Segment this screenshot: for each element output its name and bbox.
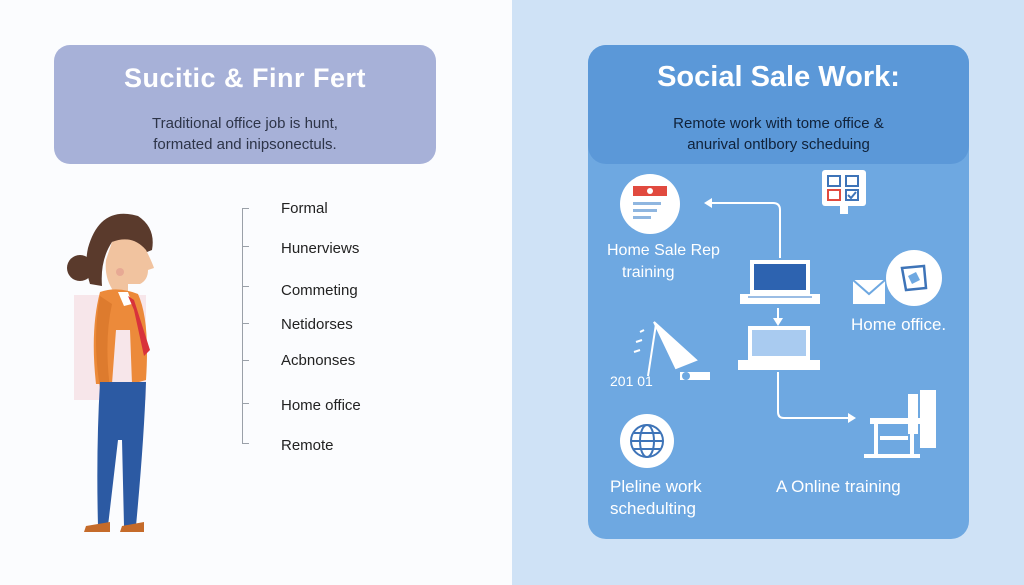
certificate-icon [620,174,680,234]
home-sale-rep-line1: Home Sale Rep [607,242,720,259]
desk-lamp-icon [633,321,710,380]
left-header-card: Sucitic & Finr Fert Traditional office j… [54,45,436,164]
pleline-work-line1: Pleline work [610,477,702,496]
timeline-tick [242,323,249,324]
pleline-work-label: Pleline work schedulting [610,476,702,520]
mail-icon [852,279,886,304]
left-subtitle-line1: Traditional office job is hunt, [152,115,338,132]
timeline-tick [242,360,249,361]
timeline-item-home-office: Home office [281,397,361,414]
timeline-tick [242,208,249,209]
checklist-board-icon [822,170,866,214]
office-desk-icon [864,390,936,458]
woman-illustration [67,213,154,532]
timeline-line [242,208,243,444]
timeline-tick [242,403,249,404]
chat-bubble-icon [886,250,942,306]
home-sale-rep-label: Home Sale Rep training [607,240,720,284]
laptop-icon [738,326,820,370]
left-subtitle: Traditional office job is hunt, formated… [54,113,436,155]
year-label: 201 01 [610,373,653,389]
timeline-tick [242,443,249,444]
right-subtitle: Remote work with tome office & anurival … [588,113,969,155]
globe-icon [620,414,674,468]
pleline-work-line2: schedulting [610,499,697,518]
online-training-label: A Online training [776,477,901,496]
left-title: Sucitic & Finr Fert [123,63,367,93]
timeline-item-commeting: Commeting [281,282,358,299]
timeline-item-acbnonses: Acbnonses [281,352,356,369]
right-header-card: Social Sale Work: Remote work with tome … [588,45,969,164]
timeline-item-netidorses: Netidorses [281,316,353,333]
timeline-tick [242,286,249,287]
left-subtitle-line2: formated and inipsonectuls. [153,136,337,153]
laptop-icon [740,260,820,304]
timeline-item-formal: Formal [281,200,328,217]
home-sale-rep-line2: training [622,264,675,281]
right-title: Social Sale Work: [657,61,900,93]
timeline-tick [242,246,249,247]
home-office-label: Home office. [851,315,947,334]
timeline-item-remote: Remote [281,437,334,454]
right-subtitle-line2: anurival ontlbory scheduing [687,136,870,153]
timeline-item-interviews: Hunerviews [281,240,360,257]
right-subtitle-line1: Remote work with tome office & [673,115,884,132]
